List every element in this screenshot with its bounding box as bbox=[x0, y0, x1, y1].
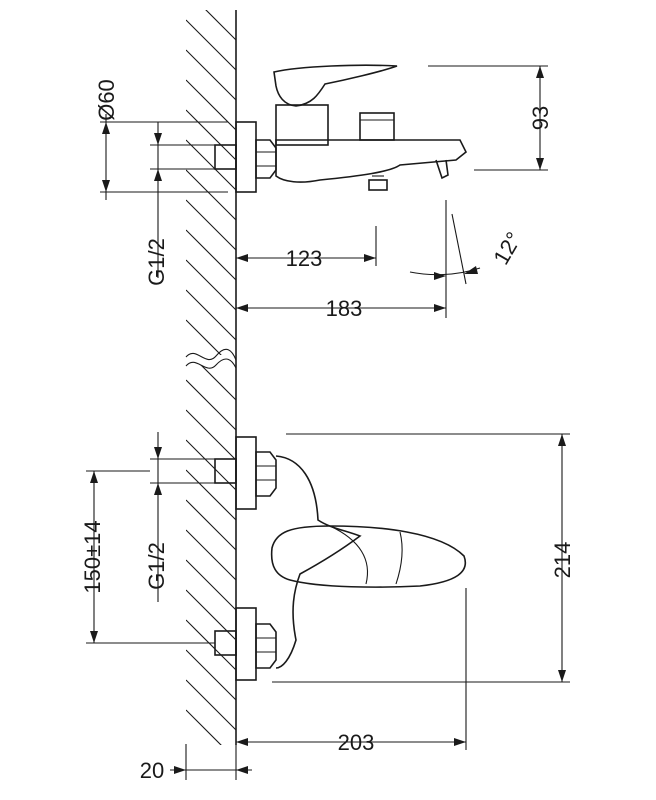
dim-projection-front: 203 bbox=[236, 588, 467, 755]
dim-angle-label: 12° bbox=[488, 228, 526, 269]
mixer-body-front bbox=[275, 455, 362, 669]
dim-thread-top: G1/2 bbox=[144, 122, 215, 286]
dim-thread-top-label: G1/2 bbox=[144, 238, 169, 286]
dim-projection-total-label: 183 bbox=[326, 296, 363, 321]
faucet-front-view bbox=[214, 436, 467, 681]
wall-flange-lower bbox=[235, 607, 257, 681]
dim-height-top: 93 bbox=[428, 65, 553, 171]
eccentric-nut-upper bbox=[214, 458, 237, 484]
dim-height-top-label: 93 bbox=[528, 106, 553, 130]
dim-diameter: Ø60 bbox=[94, 79, 228, 200]
dim-angle: 12° bbox=[409, 200, 527, 318]
wall-break-line bbox=[185, 348, 237, 361]
mixer-body-lower bbox=[275, 139, 468, 183]
dim-centers-label: 150±14 bbox=[80, 520, 105, 593]
wall-hatching bbox=[186, 10, 236, 355]
shower-outlet bbox=[368, 179, 388, 191]
wall-flange-upper bbox=[235, 436, 257, 510]
hex-nut-upper bbox=[255, 451, 277, 497]
diverter-knob bbox=[359, 112, 395, 141]
lever-handle-side bbox=[273, 64, 398, 107]
hex-nut-top bbox=[255, 139, 277, 179]
dim-height-front-label: 214 bbox=[550, 542, 575, 579]
dim-projection-spout: 123 bbox=[236, 226, 377, 271]
dim-projection-spout-label: 123 bbox=[286, 246, 323, 271]
dim-thread-bottom: G1/2 bbox=[144, 432, 215, 602]
mixer-body-side bbox=[275, 104, 329, 146]
spout-tip bbox=[435, 159, 449, 180]
eccentric-nut-top bbox=[214, 144, 237, 170]
wall-flange-top bbox=[235, 121, 257, 193]
dim-offset: 20 bbox=[140, 744, 252, 783]
hex-nut-lower bbox=[255, 623, 277, 669]
dim-thread-bottom-label: G1/2 bbox=[144, 542, 169, 590]
dim-centers: 150±14 bbox=[80, 470, 215, 644]
dim-offset-label: 20 bbox=[140, 758, 164, 783]
dim-diameter-label: Ø60 bbox=[94, 79, 119, 121]
dim-projection-total: 183 bbox=[236, 296, 446, 321]
wall-hatching-lower bbox=[186, 365, 236, 745]
dim-height-front: 214 bbox=[272, 433, 575, 683]
lever-handle-front bbox=[270, 525, 467, 588]
dim-projection-front-label: 203 bbox=[338, 730, 375, 755]
faucet-side-view bbox=[214, 64, 468, 193]
